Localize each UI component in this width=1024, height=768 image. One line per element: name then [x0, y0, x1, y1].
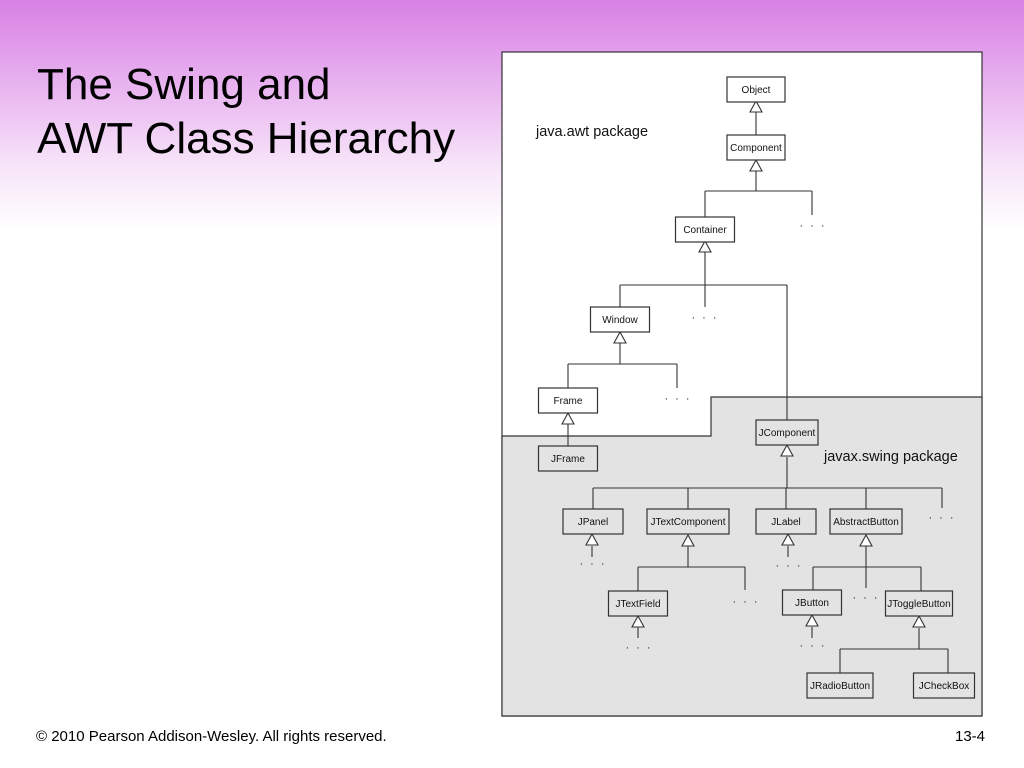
awt-package-label: java.awt package: [535, 124, 648, 140]
class-box: [806, 672, 874, 699]
inheritance-arrow-icon: [561, 411, 575, 425]
class-name: JTextField: [615, 599, 660, 610]
class-name: Object: [742, 85, 771, 96]
class-name: Frame: [554, 396, 583, 407]
class-box: [589, 306, 651, 333]
class-box: [674, 216, 736, 243]
class-node-abstractbutton: AbstractButton: [829, 508, 903, 535]
class-name: Window: [602, 315, 638, 326]
class-box: [884, 590, 954, 617]
class-node-jtextcomponent: JTextComponent: [646, 508, 730, 535]
inheritance-arrow-icon: [631, 614, 645, 628]
inheritance-arrow-icon: [613, 330, 627, 344]
inheritance-arrow-icon: [698, 239, 712, 253]
inheritance-arrow-icon: [749, 99, 763, 113]
inheritance-arrow-icon: [681, 533, 695, 547]
class-name: AbstractButton: [833, 517, 899, 528]
class-box: [607, 590, 669, 617]
ellipsis-text: · · ·: [852, 592, 879, 604]
inheritance-arrow-icon: [585, 532, 599, 546]
ellipsis-text: · · ·: [732, 596, 759, 608]
class-name: Component: [730, 143, 782, 154]
class-node-container: Container: [674, 216, 736, 243]
class-node-jlabel: JLabel: [755, 508, 817, 535]
class-name: JTextComponent: [650, 517, 725, 528]
swing-package-region: [501, 396, 983, 717]
ellipsis-text: · · ·: [625, 642, 652, 654]
class-node-jtextfield: JTextField: [607, 590, 669, 617]
class-node-jcomponent: JComponent: [755, 419, 819, 446]
ellipsis-text: · · ·: [928, 512, 955, 524]
class-box: [781, 589, 843, 616]
inheritance-arrows: [561, 99, 926, 628]
class-box: [726, 134, 786, 161]
class-name: JToggleButton: [887, 599, 950, 610]
ellipsis-text: · · ·: [579, 558, 606, 570]
inheritance-arrow-icon: [912, 614, 926, 628]
class-box: [646, 508, 730, 535]
class-name: Container: [683, 225, 727, 236]
class-node-jbutton: JButton: [781, 589, 843, 616]
ellipsis-marks: · · · · · · · · · · · · · · · · · · · · · · · ·…: [579, 220, 955, 654]
class-name: JComponent: [759, 428, 816, 439]
ellipsis-text: · · ·: [775, 560, 802, 572]
slide-title: The Swing and AWT Class Hierarchy: [37, 58, 455, 166]
class-node-jtogglebutton: JToggleButton: [884, 590, 954, 617]
ellipsis-text: · · ·: [664, 393, 691, 405]
class-node-jframe: JFrame: [537, 445, 599, 472]
inheritance-arrow-icon: [805, 613, 819, 627]
class-box: [562, 508, 624, 535]
ellipsis-text: · · ·: [799, 220, 826, 232]
inheritance-arrow-icon: [780, 443, 794, 457]
title-line-1: The Swing and: [37, 60, 331, 109]
footer-copyright: © 2010 Pearson Addison-Wesley. All right…: [36, 728, 387, 745]
ellipsis-text: · · ·: [691, 312, 718, 324]
class-box: [537, 445, 599, 472]
class-nodes: ObjectComponentContainerWindowFrameJFram…: [537, 76, 976, 699]
class-node-jradiobutton: JRadioButton: [806, 672, 874, 699]
ellipsis-text: · · ·: [799, 640, 826, 652]
inheritance-arrow-icon: [749, 158, 763, 172]
swing-package-label: javax.swing package: [823, 449, 958, 465]
class-name: JLabel: [771, 517, 800, 528]
class-name: JButton: [795, 598, 829, 609]
class-node-window: Window: [589, 306, 651, 333]
connector-lines: [567, 112, 949, 673]
class-name: JCheckBox: [919, 681, 970, 692]
class-name: JFrame: [551, 454, 585, 465]
class-box: [829, 508, 903, 535]
class-node-frame: Frame: [537, 387, 599, 414]
class-box: [755, 419, 819, 446]
class-box: [755, 508, 817, 535]
class-name: JPanel: [578, 517, 609, 528]
class-box: [726, 76, 786, 103]
class-box: [537, 387, 599, 414]
page-number: 13-4: [955, 728, 986, 745]
inheritance-arrow-icon: [781, 532, 795, 546]
inheritance-arrow-icon: [859, 533, 873, 547]
class-name: JRadioButton: [810, 681, 870, 692]
class-node-jpanel: JPanel: [562, 508, 624, 535]
class-box: [912, 672, 976, 699]
class-node-component: Component: [726, 134, 786, 161]
title-line-2: AWT Class Hierarchy: [37, 114, 456, 163]
class-node-jcheckbox: JCheckBox: [912, 672, 976, 699]
class-node-object: Object: [726, 76, 786, 103]
